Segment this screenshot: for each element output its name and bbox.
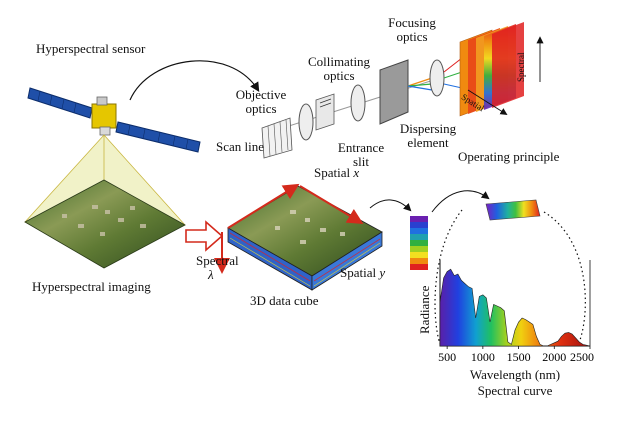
objective-lens-icon <box>298 103 314 141</box>
label-focusing-optics: Focusing optics <box>380 16 444 44</box>
spatial-x-var: x <box>353 165 360 180</box>
x-tick-label: 500 <box>438 350 456 364</box>
label-scan-line: Scan line <box>216 139 265 154</box>
scan-line-icon <box>261 117 293 159</box>
spatial-y-word: Spatial <box>340 265 380 280</box>
entrance-slit-icon <box>315 93 335 131</box>
x-tick-label: 2000 <box>542 350 566 364</box>
imaging-to-cube-arrow <box>185 220 224 252</box>
optical-chain <box>261 22 544 159</box>
objective-line2: optics <box>245 101 277 116</box>
dispersing-element-icon <box>379 59 409 125</box>
focusing-lens-icon <box>429 59 445 97</box>
spectral-bands-icon <box>410 216 428 270</box>
radiance-area <box>439 268 591 347</box>
label-spectral-lambda: Spectral λ <box>196 254 239 282</box>
label-3d-data-cube: 3D data cube <box>250 293 319 308</box>
x-ticks: 500 1000 1500 2000 2500 <box>438 346 594 364</box>
label-hyperspectral-imaging: Hyperspectral imaging <box>32 279 151 294</box>
cube-to-bands-arrow <box>369 199 412 212</box>
x-tick-label: 1000 <box>471 350 495 364</box>
label-collimating-optics: Collimating optics <box>302 55 376 83</box>
label-spatial-x: Spatial x <box>314 166 359 180</box>
sensor-to-optics-arrow <box>129 60 260 101</box>
spectrum-strip-icon <box>485 199 541 221</box>
terrain-image <box>24 179 186 269</box>
label-spectral-axis: Spectral <box>516 52 526 83</box>
spatial-x-word: Spatial <box>314 165 354 180</box>
label-operating-principle: Operating principle <box>458 149 560 164</box>
collimating-lens-icon <box>350 84 366 122</box>
focusing-line2: optics <box>396 29 428 44</box>
spectral-curve-plot: 500 1000 1500 2000 2500 <box>438 260 594 364</box>
label-dispersing-element: Dispersing element <box>386 122 470 150</box>
label-hyperspectral-sensor: Hyperspectral sensor <box>36 41 146 56</box>
x-tick-label: 1500 <box>507 350 531 364</box>
label-objective-optics: Objective optics <box>228 88 294 116</box>
collimating-line1: Collimating <box>307 54 371 69</box>
data-cube-icon <box>214 183 383 291</box>
entrance-line2: slit <box>353 154 369 169</box>
focusing-line1: Focusing <box>388 15 436 30</box>
label-wavelength: Wavelength (nm) <box>469 367 561 382</box>
spectral-lambda-word: Spectral <box>196 253 239 268</box>
x-tick-label: 2500 <box>570 350 594 364</box>
label-spectral-curve: Spectral curve <box>477 383 553 398</box>
satellite-icon <box>27 87 201 153</box>
collimating-line2: optics <box>323 68 355 83</box>
dispersing-line1: Dispersing <box>399 121 457 136</box>
label-spatial-y: Spatial y <box>340 266 385 280</box>
terrain-buildings <box>62 205 146 236</box>
dispersing-line2: element <box>407 135 449 150</box>
label-radiance: Radiance <box>417 285 432 334</box>
label-entrance-slit: Entrance slit <box>330 141 392 169</box>
detector-array-icon <box>459 22 524 117</box>
entrance-line1: Entrance <box>337 140 385 155</box>
objective-line1: Objective <box>235 87 287 102</box>
spectral-lambda-var: λ <box>208 267 214 282</box>
spatial-y-var: y <box>379 265 386 280</box>
